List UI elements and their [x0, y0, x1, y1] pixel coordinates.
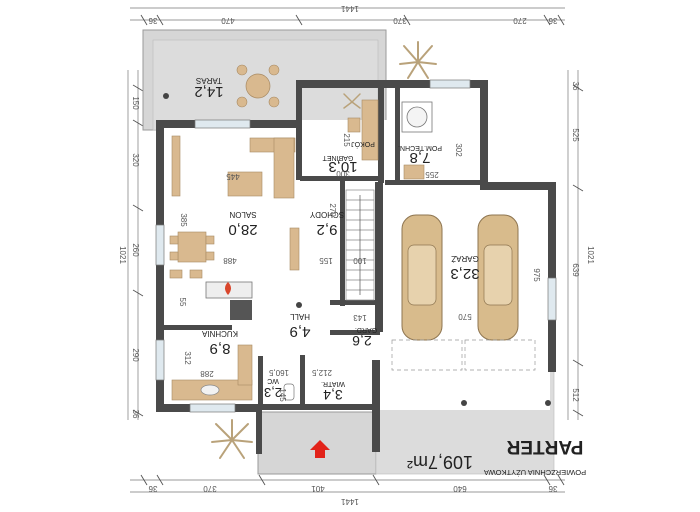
room-wc-name: WC — [267, 377, 279, 384]
dim-in-488: 488 — [223, 256, 237, 265]
dim-top-d: 270 — [513, 16, 527, 25]
dining-table — [169, 231, 215, 279]
dim-in-570: 570 — [458, 312, 472, 321]
dim-in-255: 255 — [425, 170, 439, 179]
room-pokoj-name: POKÓJ — [351, 140, 375, 149]
dim-in-302: 302 — [454, 143, 463, 157]
dim-in-300: 300 — [336, 169, 350, 178]
dim-bottom-e: 36 — [548, 484, 557, 493]
dim-left-a: 150 — [131, 96, 140, 110]
side-shelf — [171, 135, 181, 197]
dimension-lines — [127, 7, 579, 493]
dim-in-385: 385 — [179, 213, 188, 227]
plan-subtitle: POWIERZCHNIA UŻYTKOWA — [484, 468, 586, 477]
garage-door-lines — [391, 339, 536, 371]
dim-left-e: 36 — [131, 410, 140, 419]
dim-in-55: 55 — [178, 298, 187, 307]
entrance-arrow-icon — [310, 440, 330, 458]
room-tech-area: 7,8 — [410, 149, 431, 166]
dim-in-160: 160,5 — [268, 368, 289, 377]
dim-top-a: 36 — [148, 16, 157, 25]
room-tech-name: POM.TECHN. — [398, 144, 442, 151]
car-left — [401, 214, 443, 341]
dim-right-total: 1021 — [586, 246, 595, 264]
room-salon-name: SALON — [229, 210, 256, 219]
room-pokoj-area: 10,3 — [328, 158, 357, 175]
room-schody-name: SCHODY — [309, 210, 344, 219]
dim-left-d: 290 — [131, 348, 140, 362]
car-right — [477, 214, 519, 341]
dim-in-312: 312 — [183, 351, 192, 365]
fireplace-chimney — [230, 300, 252, 320]
dim-bottom-total: 1441 — [341, 497, 359, 506]
room-hall-area: 4,9 — [290, 323, 311, 340]
tech-cabinet — [403, 164, 425, 180]
dim-in-145: 145 — [278, 388, 287, 402]
plant-bottom-left — [211, 419, 253, 459]
tv-cabinet — [289, 227, 300, 271]
sink — [200, 384, 220, 396]
dim-in-155: 155 — [319, 256, 333, 265]
plan-total-area: 109,7m² — [407, 452, 473, 472]
wc-toilet — [283, 383, 295, 401]
dim-bottom-b: 370 — [203, 484, 217, 493]
dim-in-212: 212,5 — [311, 368, 332, 377]
dim-in-445: 445 — [226, 172, 240, 181]
dim-left-b: 320 — [131, 153, 140, 167]
terrace-table — [236, 64, 280, 108]
windows — [155, 79, 557, 413]
room-wc-area: 2,3 — [264, 385, 282, 400]
plan-title: PARTER — [506, 436, 583, 457]
room-hall-name: HALL — [289, 312, 310, 321]
dim-right-a: 36 — [571, 82, 580, 91]
office-chair — [347, 117, 361, 133]
dim-right-b: 525 — [571, 128, 580, 142]
office-desk — [361, 99, 379, 161]
dim-right-c: 639 — [571, 263, 580, 277]
boiler-tank — [406, 106, 428, 128]
driveway-posts — [163, 93, 551, 406]
room-taras-name: TARAS — [196, 76, 222, 85]
plant-top-right — [399, 41, 437, 79]
kitchen-counter-side — [237, 344, 253, 386]
fireplace — [205, 281, 253, 299]
dim-top-b: 470 — [221, 16, 235, 25]
dim-top-total: 1441 — [341, 4, 359, 13]
room-kuchnia-name: KUCHNIA — [201, 329, 238, 338]
room-gard-area: 2,6 — [352, 333, 372, 349]
staircase — [345, 189, 375, 301]
dim-top-e: 36 — [548, 16, 557, 25]
dim-left-c: 260 — [131, 243, 140, 257]
dim-in-143: 143 — [353, 313, 367, 322]
dim-in-270: 270 — [328, 203, 337, 217]
room-gard-name: GARD. — [355, 326, 377, 333]
room-wiatr-area: 3,4 — [323, 387, 343, 403]
room-pokoj-name2: GABINET — [322, 154, 353, 161]
dim-top-c: 370 — [393, 16, 407, 25]
sofa-salon — [227, 137, 296, 199]
dim-in-215: 215 — [342, 133, 351, 147]
room-garaz-name: GARAŻ — [451, 254, 479, 263]
room-kuchnia-area: 8,9 — [210, 340, 231, 357]
dim-right-d: 512 — [571, 388, 580, 402]
dim-in-100: 100 — [353, 256, 367, 265]
plant-office — [343, 93, 361, 109]
room-taras-area: 14,2 — [194, 83, 223, 100]
room-wiatr-name: WIATR. — [321, 380, 345, 387]
dim-bottom-c: 401 — [311, 484, 325, 493]
room-salon-area: 28,0 — [228, 221, 257, 238]
dim-bottom-a: 36 — [148, 484, 157, 493]
room-garaz-area: 32,3 — [450, 265, 479, 282]
dim-in-288: 288 — [200, 369, 214, 378]
dimension-ticks — [132, 14, 584, 486]
dim-in-975: 975 — [532, 268, 541, 282]
dim-left-total: 1021 — [118, 246, 127, 264]
dim-bottom-d: 640 — [453, 484, 467, 493]
room-schody-area: 9,2 — [317, 221, 338, 238]
